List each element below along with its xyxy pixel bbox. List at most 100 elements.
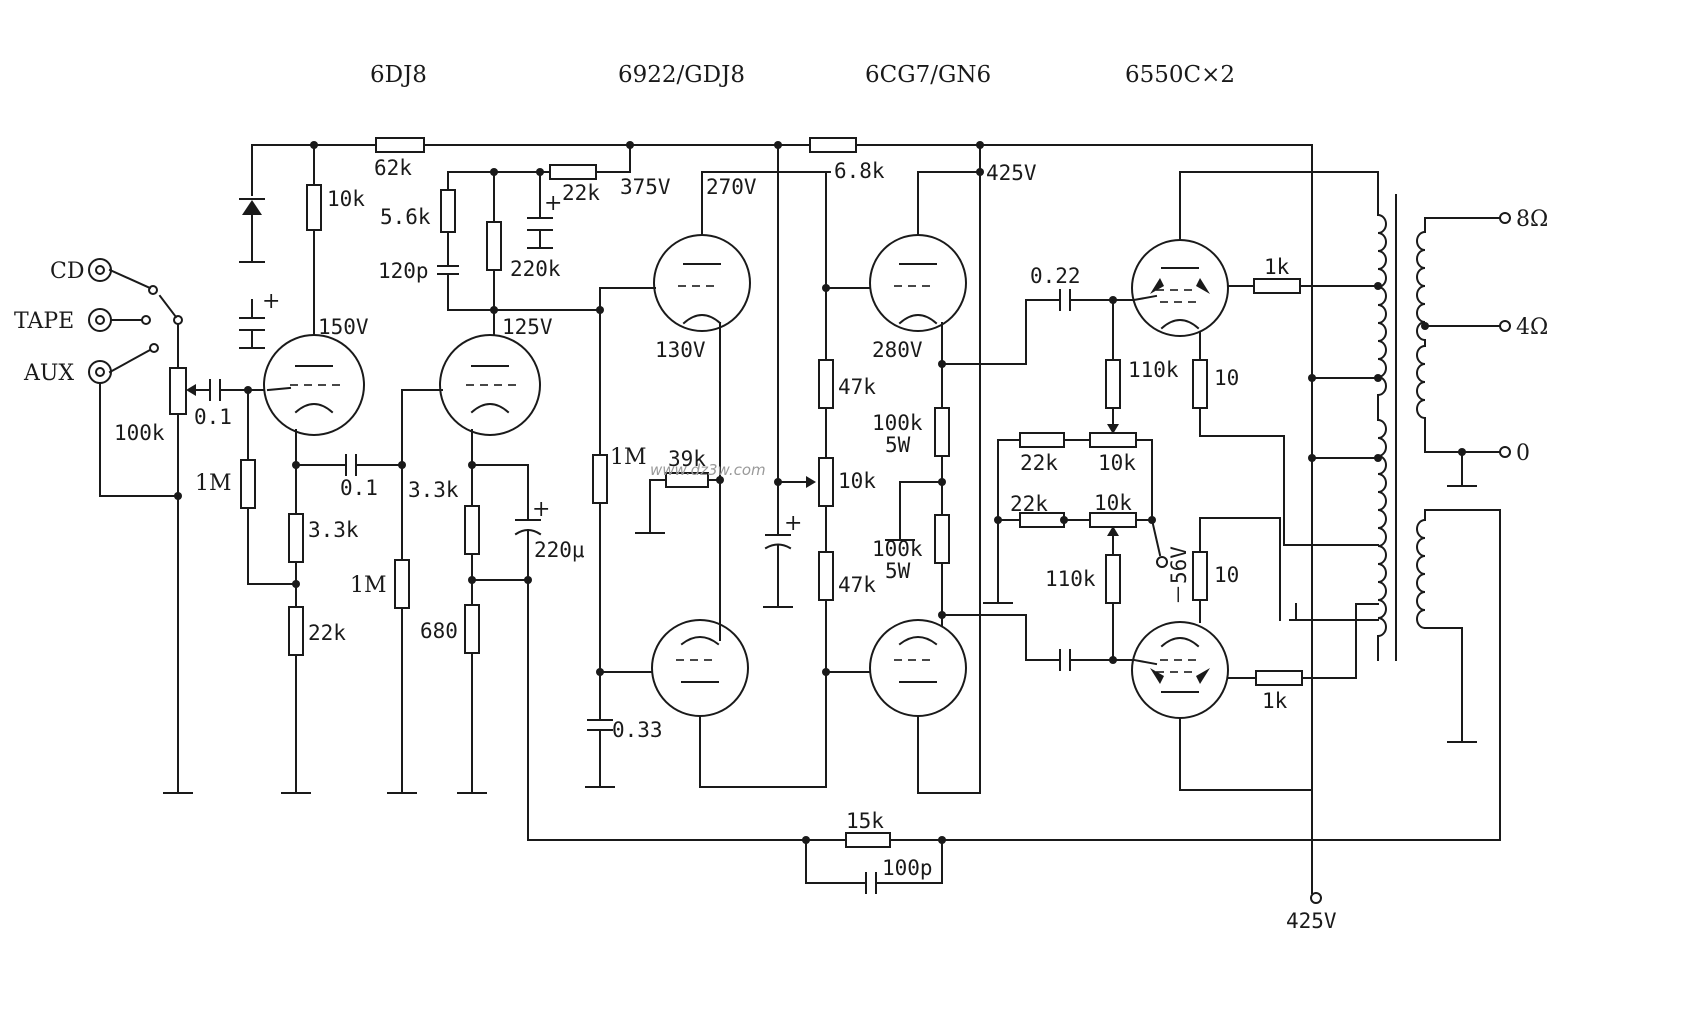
label-130v: 130V [655, 338, 706, 362]
label-22k-b1: 22k [1020, 451, 1058, 475]
label-c-0-1-in: 0.1 [194, 405, 232, 429]
filter-cap-left: + [239, 289, 280, 349]
resistor-22k-k [288, 606, 304, 656]
label-110k-a: 110k [1128, 358, 1179, 382]
input-jacks [88, 258, 183, 497]
tube-v4-top [1131, 239, 1229, 337]
label-680: 680 [420, 619, 458, 643]
feedback-winding [1416, 509, 1501, 841]
label-10k-bal: 10k [838, 469, 876, 493]
label-10-a: 10 [1214, 366, 1239, 390]
label-0-33: 0.33 [612, 718, 663, 742]
label-c-0-1-cpl: 0.1 [340, 476, 378, 500]
label-425v-bottom: 425V [1286, 909, 1337, 933]
tube-v1b [439, 334, 541, 436]
zener-diode [239, 144, 265, 263]
label-375v: 375V [620, 175, 671, 199]
label-10k-b2: 10k [1094, 491, 1132, 515]
resistor-22k-bias-1 [1019, 432, 1065, 448]
resistor-1m-g1 [240, 459, 256, 509]
label-100k-a: 100k [872, 411, 923, 435]
label-47k-b: 47k [838, 573, 876, 597]
label-100k-b: 100k [872, 537, 923, 561]
watermark: www.dz3w.com [650, 461, 766, 479]
resistor-680 [464, 604, 480, 654]
label-3-3k-b: 3.3k [408, 478, 459, 502]
label-1k-a: 1k [1264, 255, 1290, 279]
bias-pot-10k-2 [1089, 512, 1137, 528]
resistor-1k-b [1255, 670, 1303, 686]
input-label-tape: TAPE [14, 309, 74, 334]
resistor-110k-b [1105, 554, 1121, 604]
tube-v2-bottom [651, 619, 749, 717]
resistor-1m-g3 [592, 454, 608, 504]
tube-v4-bottom [1131, 621, 1229, 719]
label-0-22: 0.22 [1030, 264, 1081, 288]
label-1m-g3: 1M [610, 445, 647, 470]
resistor-100k-5w-a [934, 407, 950, 457]
label-5w-b: 5W [885, 559, 911, 583]
resistor-6-8k [809, 137, 857, 153]
label-39k: 39k [668, 447, 706, 471]
input-label-aux: AUX [23, 361, 74, 386]
tube-label-6cg7: 6CG7/GN6 [865, 62, 991, 88]
label-10k-b1: 10k [1098, 451, 1136, 475]
label-220k: 220k [510, 257, 561, 281]
label-3-3k-a: 3.3k [308, 518, 359, 542]
label-280v: 280V [872, 338, 923, 362]
resistor-3-3k-b [464, 505, 480, 555]
bias-pot-10k-1 [1089, 432, 1137, 448]
label-47k-a: 47k [838, 375, 876, 399]
resistor-1m-g2 [394, 559, 410, 609]
label-1k-b: 1k [1262, 689, 1288, 713]
tube-v2-top [653, 234, 751, 332]
label-270v: 270V [706, 175, 757, 199]
label-pot-100k: 100k [114, 421, 165, 445]
b-plus-rail [251, 144, 1322, 904]
tube-v1 [263, 334, 365, 436]
label-110k-b: 110k [1045, 567, 1096, 591]
resistor-220k [486, 221, 502, 271]
volume-pot-100k [169, 367, 187, 415]
label-5w-a: 5W [885, 433, 911, 457]
label-22k-dec: 22k [562, 181, 600, 205]
balance-pot-10k [818, 457, 834, 507]
label-150v: 150V [318, 315, 369, 339]
tube-v3-bottom [869, 619, 967, 717]
label-1m-g2: 1M [350, 573, 387, 598]
label-5-6k: 5.6k [380, 205, 431, 229]
global-feedback-network [527, 832, 1501, 894]
label-15k: 15k [846, 809, 884, 833]
tube-label-6dj8: 6DJ8 [370, 62, 427, 88]
tube-v3-top [869, 234, 967, 332]
output-transformer-secondary [1416, 212, 1511, 487]
resistor-3-3k-a [288, 513, 304, 563]
svg-text:+: + [532, 497, 550, 522]
label-10-b: 10 [1214, 563, 1239, 587]
label-120p: 120p [378, 259, 429, 283]
resistor-100k-5w-b [934, 514, 950, 564]
resistor-5-6k [440, 189, 456, 233]
resistor-22k-dec [549, 164, 597, 180]
label-100p: 100p [882, 856, 933, 880]
svg-text:+: + [544, 191, 562, 216]
resistor-47k-b [818, 551, 834, 601]
resistor-110k-a [1105, 359, 1121, 409]
resistor-10k-plate [306, 184, 322, 231]
resistor-10-a [1192, 359, 1208, 409]
output-label-4ohm: 4Ω [1516, 315, 1548, 340]
resistor-10-b [1192, 551, 1208, 601]
resistor-1k-a [1253, 278, 1301, 294]
output-label-0: 0 [1516, 441, 1530, 466]
input-label-cd: CD [50, 259, 84, 284]
tube-label-6922: 6922/GDJ8 [618, 62, 745, 88]
label-22k-b2: 22k [1010, 492, 1048, 516]
resistor-15k [845, 832, 891, 848]
label-125v: 125V [502, 315, 553, 339]
label-10k-a: 10k [327, 187, 365, 211]
output-label-8ohm: 8Ω [1516, 207, 1548, 232]
svg-text:+: + [262, 289, 280, 314]
label-62k: 62k [374, 156, 412, 180]
svg-text:+: + [784, 511, 802, 536]
